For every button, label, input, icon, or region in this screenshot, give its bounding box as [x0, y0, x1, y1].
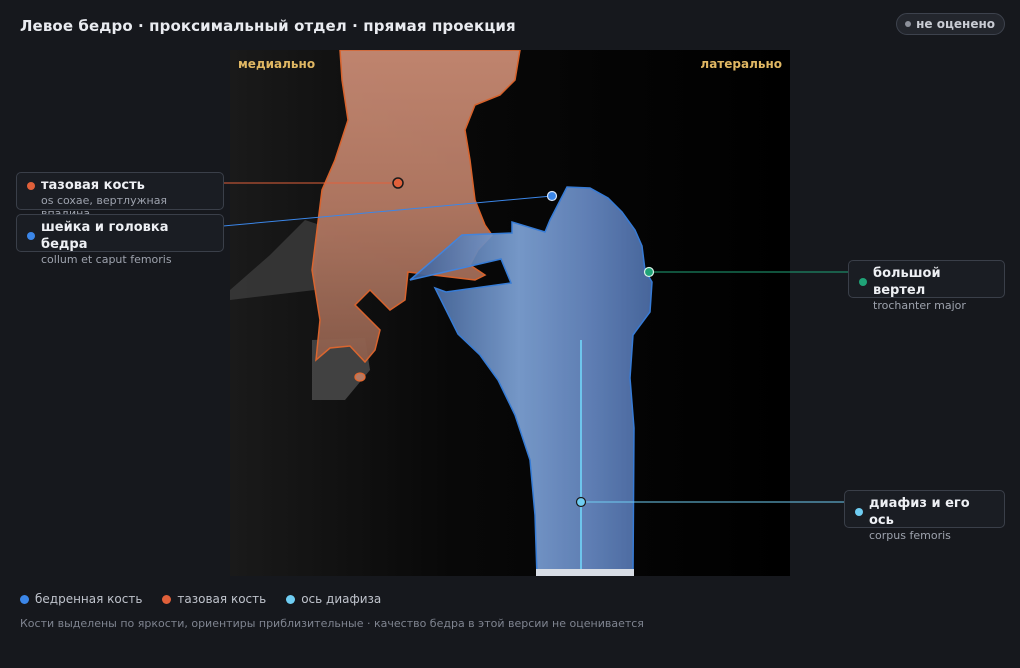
pelvis-dot-icon [27, 181, 35, 190]
orientation-medial-label: медиально [238, 57, 316, 71]
callout-pelvis-title: тазовая кость [41, 178, 145, 193]
neck-dot-icon [27, 232, 35, 240]
callout-trochanter-title: большой вертел [873, 266, 941, 298]
callout-trochanter-subtitle: trochanter major [873, 299, 966, 312]
legend-femur-label: бедренная кость [35, 592, 143, 606]
callout-shaft-title: диафиз и его ось [869, 496, 970, 528]
page-title: Левое бедро · проксимальный отдел · прям… [20, 17, 516, 35]
trochanter-dot-icon [859, 278, 867, 286]
status-badge-label: не оценено [916, 17, 995, 31]
callout-femoral-neck[interactable]: шейка и головка бедра collum et caput fe… [16, 214, 224, 266]
pelvis-fragment [354, 372, 366, 382]
callout-trochanter[interactable]: большой вертел trochanter major [848, 260, 1005, 312]
axis-legend-dot-icon [286, 594, 296, 604]
status-dot-icon [905, 21, 912, 27]
orientation-lateral-label: латерально [700, 57, 782, 71]
legend: бедренная кость тазовая кость ось диафиз… [20, 592, 401, 606]
xray-viewer[interactable] [230, 50, 790, 576]
legend-item-femur: бедренная кость [20, 592, 142, 606]
callout-neck-subtitle: collum et caput femoris [41, 253, 172, 266]
implant-edge [536, 569, 634, 576]
femur-legend-dot-icon [20, 594, 29, 604]
ischium-shadow [312, 338, 370, 400]
soft-tissue-shadow [230, 220, 320, 300]
callout-shaft[interactable]: диафиз и его ось corpus femoris [844, 490, 1005, 542]
legend-item-pelvis: тазовая кость [162, 592, 266, 606]
callout-pelvis[interactable]: тазовая кость os coxae, вертлужная впади… [16, 172, 224, 220]
legend-pelvis-label: тазовая кость [177, 592, 267, 606]
xray-image [230, 50, 790, 576]
footer-note: Кости выделены по яркости, ориентиры при… [20, 617, 644, 630]
legend-item-axis: ось диафиза [286, 592, 381, 606]
callout-shaft-subtitle: corpus femoris [869, 529, 951, 542]
shaft-dot-icon [855, 508, 863, 516]
status-badge: не оценено [896, 13, 1005, 35]
callout-neck-title: шейка и головка бедра [41, 220, 169, 252]
legend-axis-label: ось диафиза [301, 592, 382, 606]
pelvis-legend-dot-icon [162, 594, 172, 604]
